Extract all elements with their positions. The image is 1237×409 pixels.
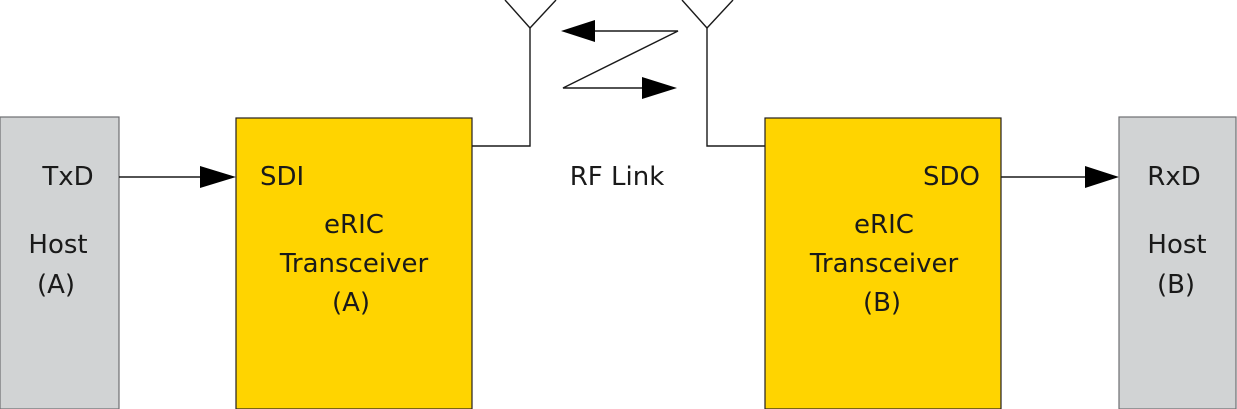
host-b-port-label: RxD bbox=[1147, 162, 1200, 192]
transceiver-a-name-line1: eRIC bbox=[324, 210, 384, 240]
host-a-block: TxD Host (A) bbox=[0, 116, 120, 409]
txd-to-sdi-arrowhead bbox=[200, 166, 236, 188]
host-b-block: RxD Host (B) bbox=[1118, 116, 1237, 409]
host-b-name-line2: (B) bbox=[1157, 270, 1195, 300]
host-b-box bbox=[1118, 116, 1237, 409]
transceiver-a-name-line3: (A) bbox=[332, 288, 370, 318]
host-a-name-line2: (A) bbox=[37, 270, 75, 300]
rf-arrowhead-left bbox=[561, 20, 595, 42]
txd-to-sdi-arrow bbox=[119, 166, 236, 188]
rf-link-zigzag-arrow bbox=[561, 20, 679, 99]
host-b-name-line1: Host bbox=[1147, 230, 1206, 260]
host-a-port-label: TxD bbox=[41, 162, 93, 192]
transceiver-a-block: SDI eRIC Transceiver (A) bbox=[235, 117, 473, 409]
host-a-box bbox=[0, 116, 120, 409]
transceiver-a-name-line2: Transceiver bbox=[279, 249, 429, 279]
transceiver-b-name-line2: Transceiver bbox=[809, 249, 959, 279]
transceiver-b-name-line1: eRIC bbox=[854, 210, 914, 240]
transceiver-a-port-label: SDI bbox=[260, 162, 304, 192]
sdo-to-rxd-arrowhead bbox=[1085, 166, 1119, 188]
antenna-a-icon bbox=[472, 0, 557, 147]
transceiver-b-name-line3: (B) bbox=[863, 288, 901, 318]
antenna-a-feed bbox=[472, 28, 531, 147]
host-a-name-line1: Host bbox=[28, 230, 87, 260]
transceiver-b-box bbox=[764, 117, 1002, 409]
transceiver-a-box bbox=[235, 117, 473, 409]
antenna-b-feed bbox=[706, 28, 765, 147]
transceiver-b-port-label: SDO bbox=[923, 162, 980, 192]
transceiver-b-block: SDO eRIC Transceiver (B) bbox=[764, 117, 1002, 409]
rf-arrowhead-right bbox=[642, 77, 677, 99]
antenna-b-icon bbox=[681, 0, 765, 147]
rf-zigzag-line bbox=[562, 30, 679, 89]
sdo-to-rxd-arrow bbox=[1001, 166, 1119, 188]
rf-link-label: RF Link bbox=[570, 162, 665, 192]
